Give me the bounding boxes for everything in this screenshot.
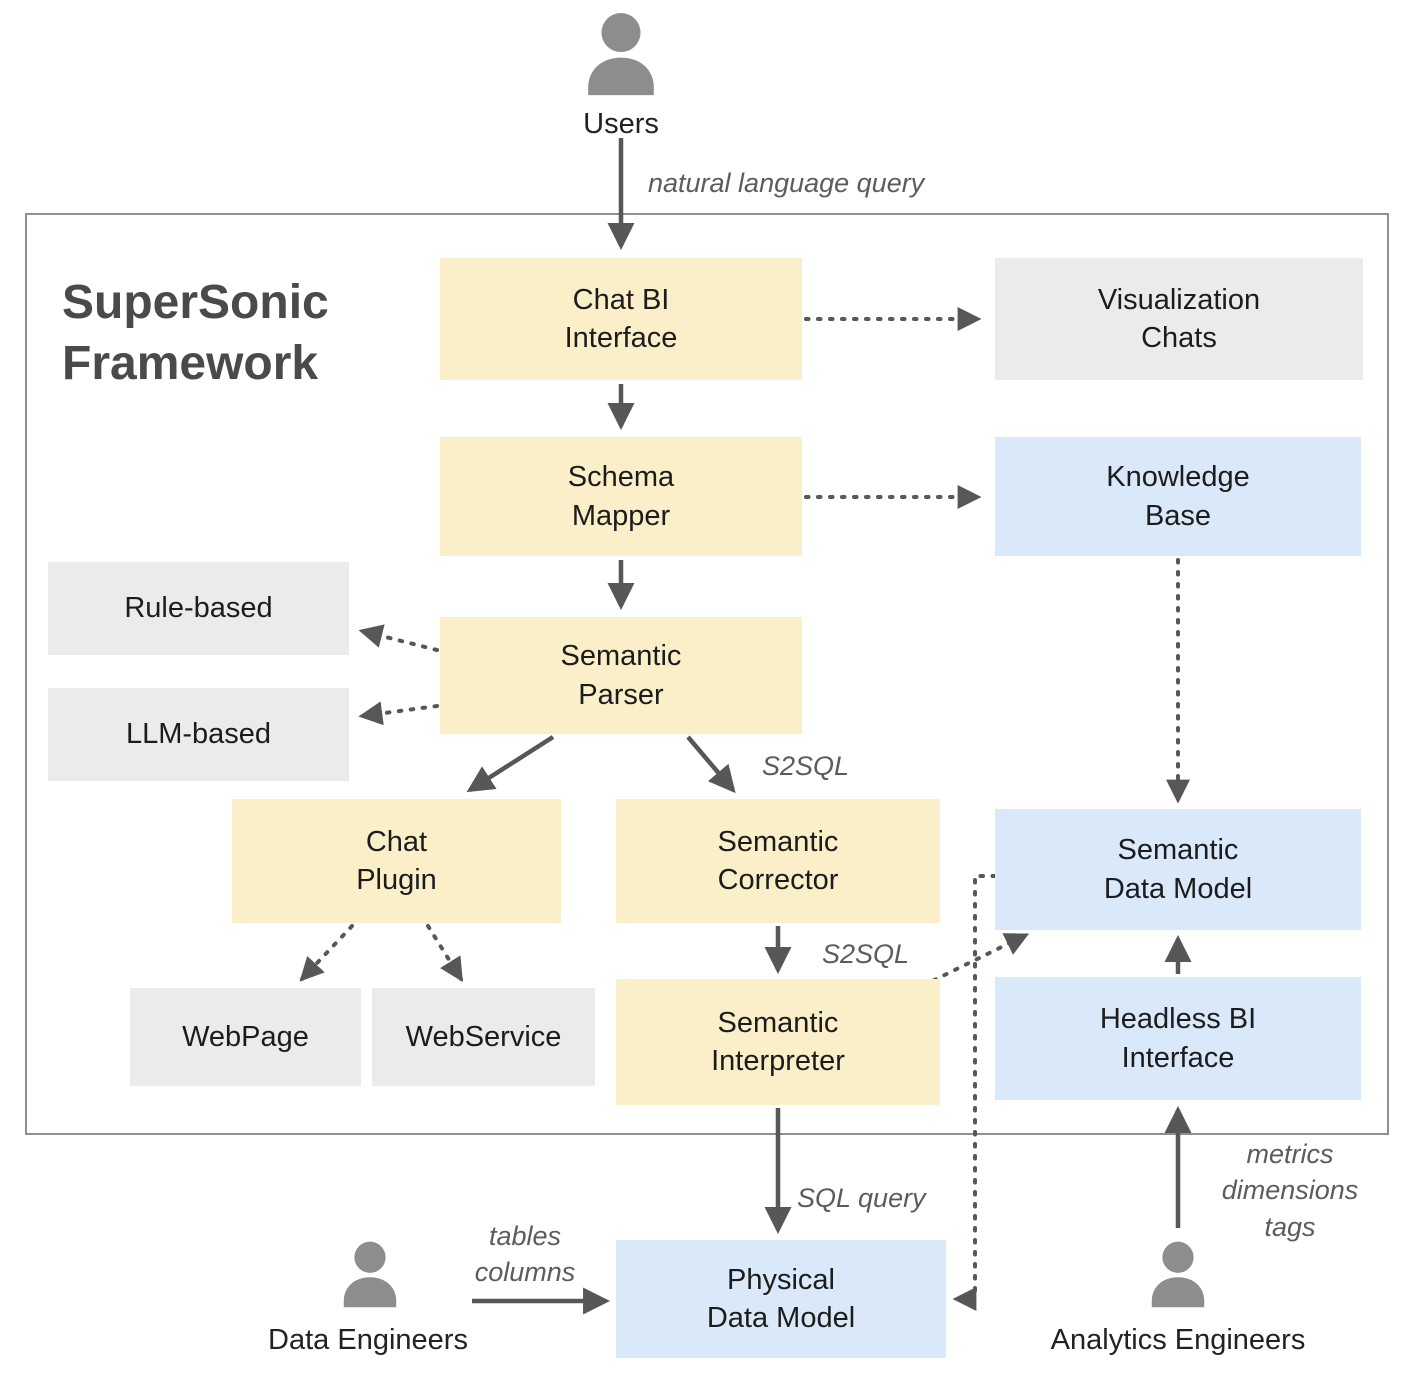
node-schema-mapper: Schema Mapper <box>440 437 802 556</box>
node-knowledge-base: Knowledge Base <box>995 437 1361 556</box>
edge-label-s2sql-parser: S2SQL <box>762 751 850 781</box>
arrow-semantic-data-model-to-physical-data-model <box>952 874 997 1311</box>
node-semantic-data-model: Semantic Data Model <box>995 809 1361 930</box>
arrow-chat-plugin-to-webpage <box>299 924 354 982</box>
node-semantic-corrector: Semantic Corrector <box>616 799 940 923</box>
arrow-semantic-parser-to-chat-plugin <box>466 735 555 793</box>
arrow-chat-plugin-to-webservice <box>426 924 463 983</box>
arrow-semantic-parser-to-llm-based <box>358 701 439 726</box>
arrow-semantic-parser-to-semantic-corrector <box>686 735 736 794</box>
analytics-engineers-label: Analytics Engineers <box>1050 1324 1306 1356</box>
node-semantic-interpreter: Semantic Interpreter <box>616 979 940 1105</box>
node-webpage: WebPage <box>130 988 361 1086</box>
node-webservice: WebService <box>372 988 595 1086</box>
arrow-semantic-parser-to-rule-based <box>358 624 439 652</box>
node-rule-based: Rule-based <box>48 562 349 655</box>
node-llm-based: LLM-based <box>48 688 349 781</box>
edge-label-sql-query: SQL query <box>797 1183 926 1213</box>
data-engineers-icon <box>329 1236 411 1316</box>
node-semantic-parser: Semantic Parser <box>440 617 802 734</box>
data-engineers-label: Data Engineers <box>268 1324 468 1356</box>
node-headless-bi-interface: Headless BI Interface <box>995 977 1361 1100</box>
users-label: Users <box>583 108 659 140</box>
edge-label-tables-columns: tables columns <box>474 1221 576 1288</box>
node-physical-data-model: Physical Data Model <box>616 1240 946 1358</box>
analytics-engineers-icon <box>1137 1236 1219 1316</box>
users-icon <box>569 6 673 106</box>
edge-label-s2sql-corrector: S2SQL <box>822 939 910 969</box>
node-visualization-chats: Visualization Chats <box>995 258 1363 380</box>
edge-label-natural-language-query: natural language query <box>648 168 925 198</box>
framework-title: SuperSonic Framework <box>62 276 329 391</box>
edge-label-metrics-dimensions-tags: metrics dimensions tags <box>1221 1139 1359 1242</box>
node-chat-plugin: Chat Plugin <box>232 799 561 923</box>
arrow-semantic-interpreter-to-semantic-data-model <box>910 933 1030 993</box>
node-chat-bi-interface: Chat BI Interface <box>440 258 802 380</box>
